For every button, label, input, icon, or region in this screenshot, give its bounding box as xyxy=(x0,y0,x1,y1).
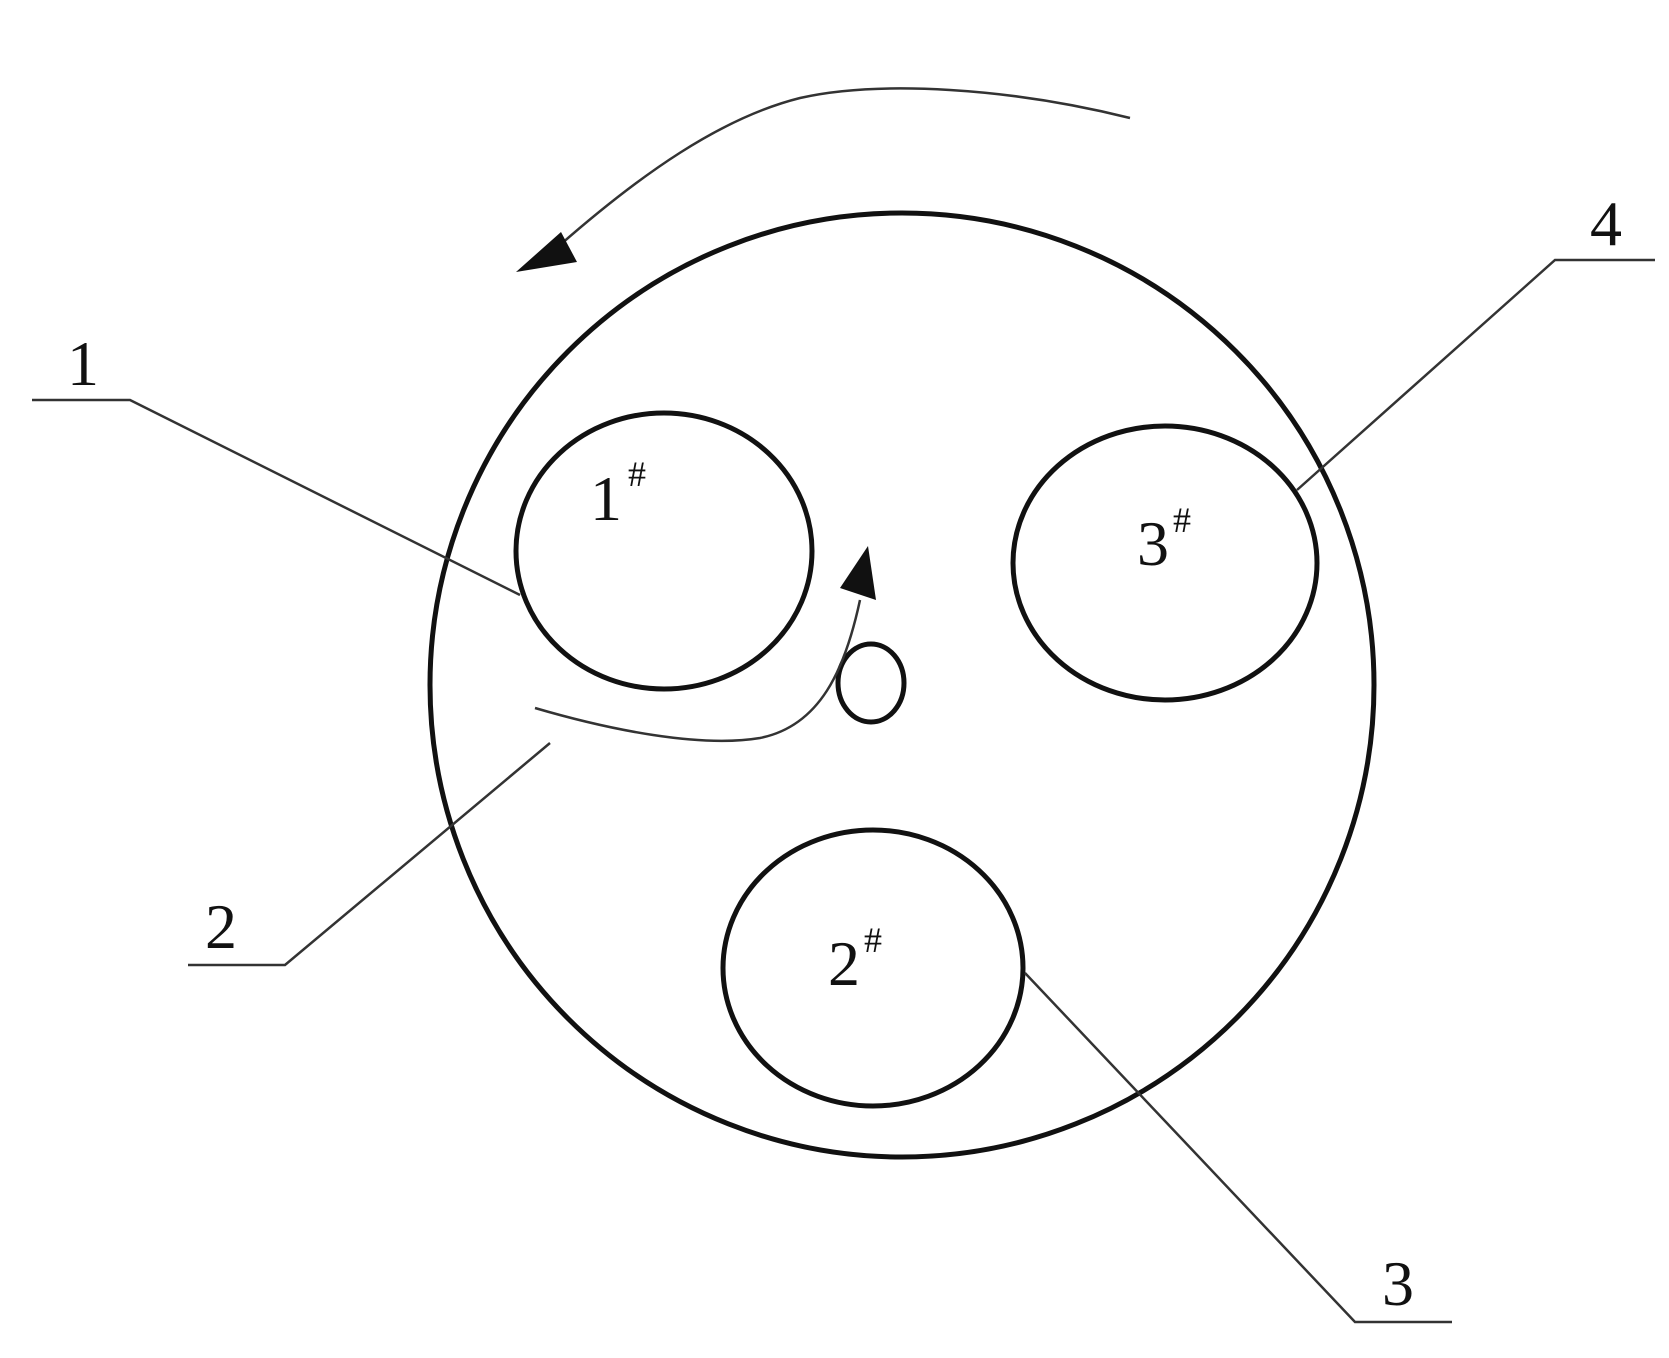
center-o xyxy=(835,641,907,725)
hole-1-number: 1 xyxy=(590,463,622,534)
callout-1-leader xyxy=(32,398,521,597)
flow-arrow-path xyxy=(534,599,862,743)
hole-2 xyxy=(720,827,1026,1109)
callout-2-leader xyxy=(188,742,551,967)
callout-1-label: 1 xyxy=(67,328,99,399)
outer-rotation-arrowhead xyxy=(516,232,577,272)
hole-3 xyxy=(1010,423,1320,703)
hole-1-mark: # xyxy=(628,454,646,494)
callout-3-leader xyxy=(1024,972,1452,1324)
outer-disc xyxy=(427,210,1377,1160)
hole-2-mark: # xyxy=(864,920,882,960)
callout-4-label: 4 xyxy=(1590,188,1622,259)
callout-2-label: 2 xyxy=(205,891,237,962)
outer-rotation-arrow-path xyxy=(559,87,1131,246)
flow-arrowhead xyxy=(840,546,876,600)
hole-1 xyxy=(513,410,815,692)
hole-3-number: 3 xyxy=(1137,508,1169,579)
hole-3-mark: # xyxy=(1173,500,1191,540)
callout-4-leader xyxy=(1296,258,1655,491)
hole-2-number: 2 xyxy=(828,928,860,999)
callout-3-label: 3 xyxy=(1382,1248,1414,1319)
